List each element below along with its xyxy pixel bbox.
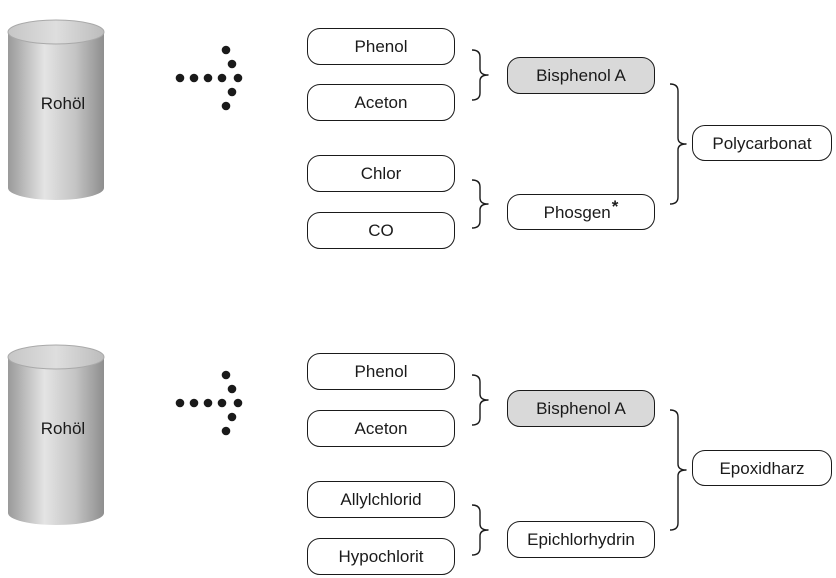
intermediate-label: Bisphenol A <box>536 399 626 418</box>
intermediate-box-epichlorhydrin: Epichlorhydrin <box>507 521 655 558</box>
product-label: Polycarbonat <box>712 133 812 153</box>
input-label: Chlor <box>360 164 402 183</box>
input-label: Hypochlorit <box>338 547 424 566</box>
input-box-chlor: Chlor <box>307 155 455 192</box>
intermediate-box-bisphenol-a: Bisphenol A <box>507 57 655 94</box>
input-box-phenol: Phenol <box>307 28 455 65</box>
intermediate-label: Epichlorhydrin <box>527 530 635 549</box>
arrow-dot <box>233 398 243 408</box>
input-label: Aceton <box>354 93 408 112</box>
arrow-dot <box>175 398 185 408</box>
brace-inputs-2 <box>471 504 489 556</box>
intermediate-box-bisphenol-a: Bisphenol A <box>507 390 655 427</box>
brace-inputs-1 <box>471 374 489 426</box>
arrow-dot <box>221 101 231 111</box>
arrow-dot <box>233 73 243 83</box>
arrow-dot <box>227 384 237 394</box>
input-box-aceton: Aceton <box>307 410 455 447</box>
brace-intermediates <box>669 409 687 531</box>
arrow-dot <box>227 87 237 97</box>
product-box-epoxidharz: Epoxidharz <box>692 450 832 486</box>
product-label: Epoxidharz <box>719 458 805 478</box>
dotted-arrow-icon <box>175 370 243 436</box>
brace-inputs-2 <box>471 179 489 229</box>
cylinder-icon <box>7 344 105 525</box>
product-box-polycarbonat: Polycarbonat <box>692 125 832 161</box>
input-label: CO <box>368 221 394 240</box>
arrow-dot <box>189 398 199 408</box>
brace-inputs-1 <box>471 49 489 101</box>
arrow-dot <box>203 398 213 408</box>
arrow-dot <box>189 73 199 83</box>
arrow-dot <box>227 59 237 69</box>
arrow-dot <box>217 73 227 83</box>
input-box-allylchlorid: Allylchlorid <box>307 481 455 518</box>
input-label: Allylchlorid <box>340 490 422 509</box>
input-box-aceton: Aceton <box>307 84 455 121</box>
intermediate-label: Phosgen <box>543 202 611 222</box>
arrow-dot <box>203 73 213 83</box>
source-label: Rohöl <box>40 419 86 438</box>
arrow-dot <box>221 426 231 436</box>
input-label: Phenol <box>354 362 408 381</box>
footnote-marker: * <box>611 196 619 216</box>
arrow-dot <box>221 370 231 380</box>
arrow-dot <box>217 398 227 408</box>
dotted-arrow-icon <box>175 45 243 111</box>
arrow-dot <box>221 45 231 55</box>
intermediate-label: Bisphenol A <box>536 66 626 85</box>
input-box-co: CO <box>307 212 455 249</box>
input-box-phenol: Phenol <box>307 353 455 390</box>
input-label: Aceton <box>354 419 408 438</box>
cylinder-icon <box>7 19 105 200</box>
intermediate-box-phosgen: Phosgen* <box>507 194 655 230</box>
source-label: Rohöl <box>40 94 86 113</box>
input-label: Phenol <box>354 37 408 56</box>
brace-intermediates <box>669 83 687 205</box>
arrow-dot <box>175 73 185 83</box>
input-box-hypochlorit: Hypochlorit <box>307 538 455 575</box>
arrow-dot <box>227 412 237 422</box>
